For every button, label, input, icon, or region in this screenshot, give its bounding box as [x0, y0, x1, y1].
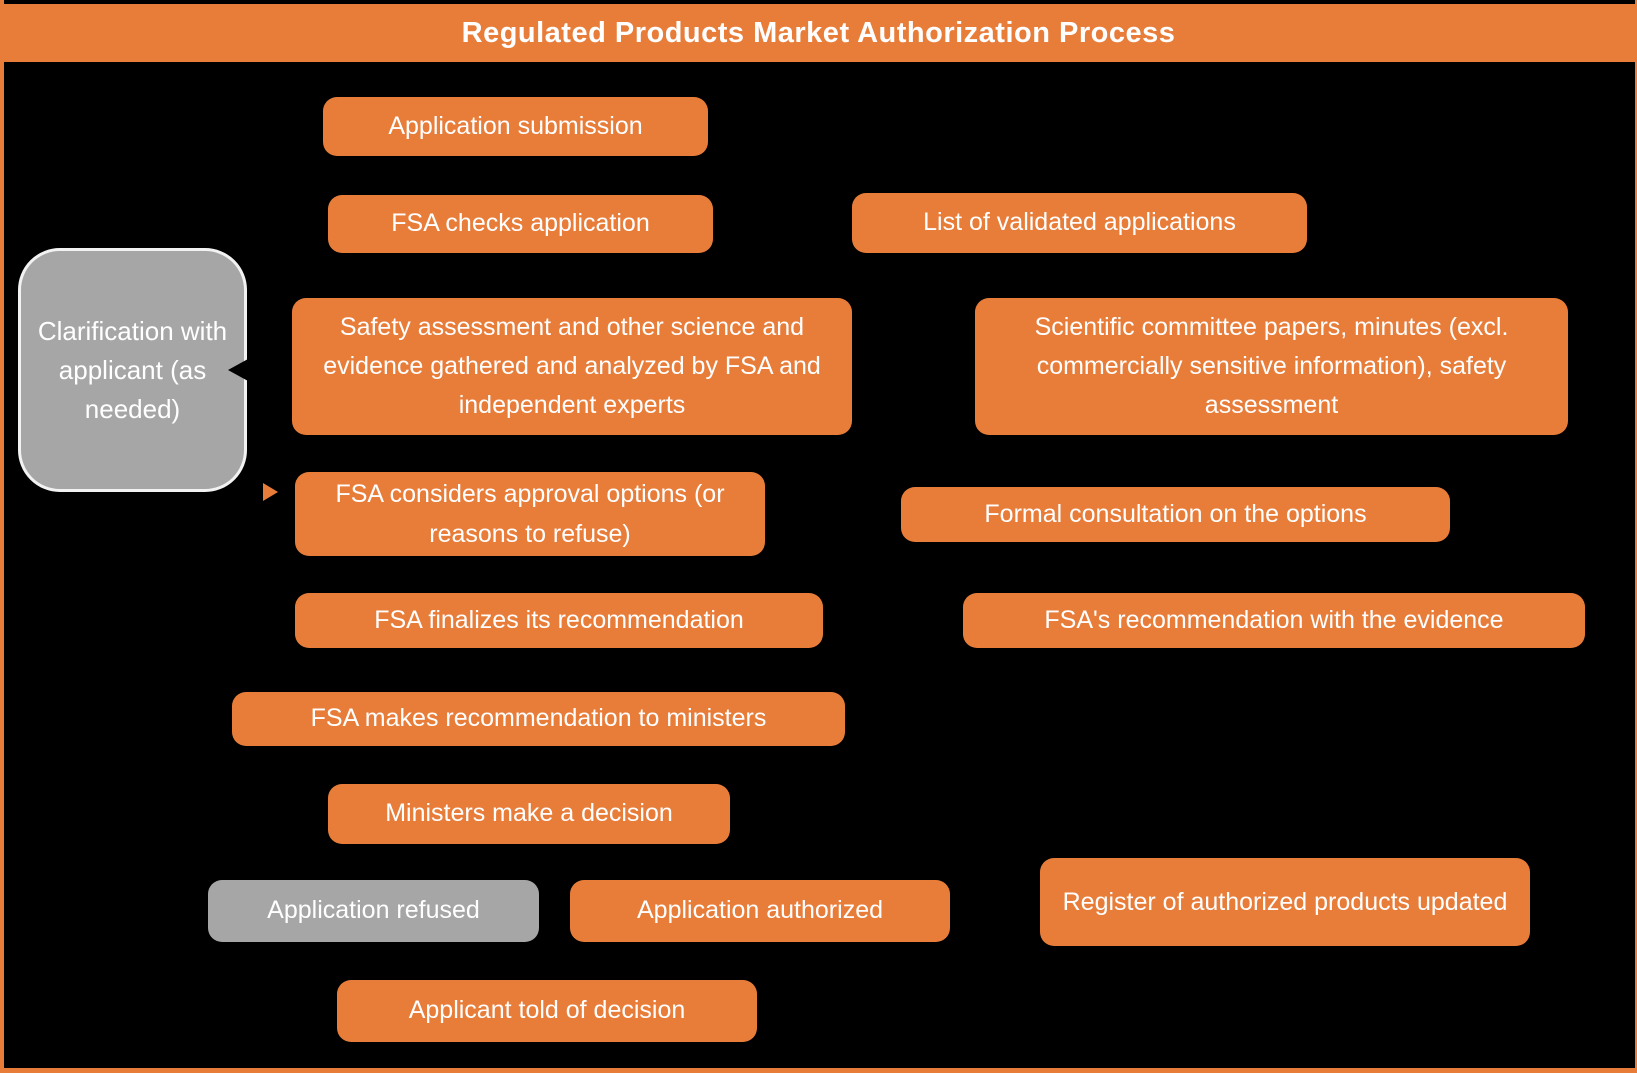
- flow-node-fsa-considers-approval-options: FSA considers approval options (or reaso…: [295, 472, 765, 556]
- canvas-border-left: [0, 0, 4, 1073]
- flow-node-list-of-validated-applications: List of validated applications: [852, 193, 1307, 253]
- flow-node-ministers-make-a-decision: Ministers make a decision: [328, 784, 730, 844]
- flow-node-application-authorized: Application authorized: [570, 880, 950, 942]
- connector-arrowhead-into-considers: [263, 483, 278, 501]
- page-title: Regulated Products Market Authorization …: [461, 16, 1176, 49]
- flow-node-application-submission: Application submission: [323, 97, 708, 156]
- flow-node-safety-assessment: Safety assessment and other science and …: [292, 298, 852, 435]
- canvas-border-right: [1635, 0, 1637, 1073]
- flow-node-register-of-authorized-products-updated: Register of authorized products updated: [1040, 858, 1530, 946]
- flow-node-fsa-makes-recommendation-to-ministers: FSA makes recommendation to ministers: [232, 692, 845, 746]
- flow-node-applicant-told-of-decision: Applicant told of decision: [337, 980, 757, 1042]
- connector-arrowhead-into-clarification: [228, 359, 248, 381]
- flow-node-scientific-committee-papers: Scientific committee papers, minutes (ex…: [975, 298, 1568, 435]
- flow-node-fsa-recommendation-with-evidence: FSA's recommendation with the evidence: [963, 593, 1585, 648]
- flow-node-clarification-with-applicant: Clarification with applicant (as needed): [18, 248, 247, 492]
- canvas-border-bottom: [0, 1068, 1637, 1073]
- flow-node-fsa-checks-application: FSA checks application: [328, 195, 713, 253]
- flow-node-formal-consultation: Formal consultation on the options: [901, 487, 1450, 542]
- flow-node-application-refused: Application refused: [208, 880, 539, 942]
- flow-node-fsa-finalizes-recommendation: FSA finalizes its recommendation: [295, 593, 823, 648]
- title-bar: Regulated Products Market Authorization …: [0, 4, 1637, 62]
